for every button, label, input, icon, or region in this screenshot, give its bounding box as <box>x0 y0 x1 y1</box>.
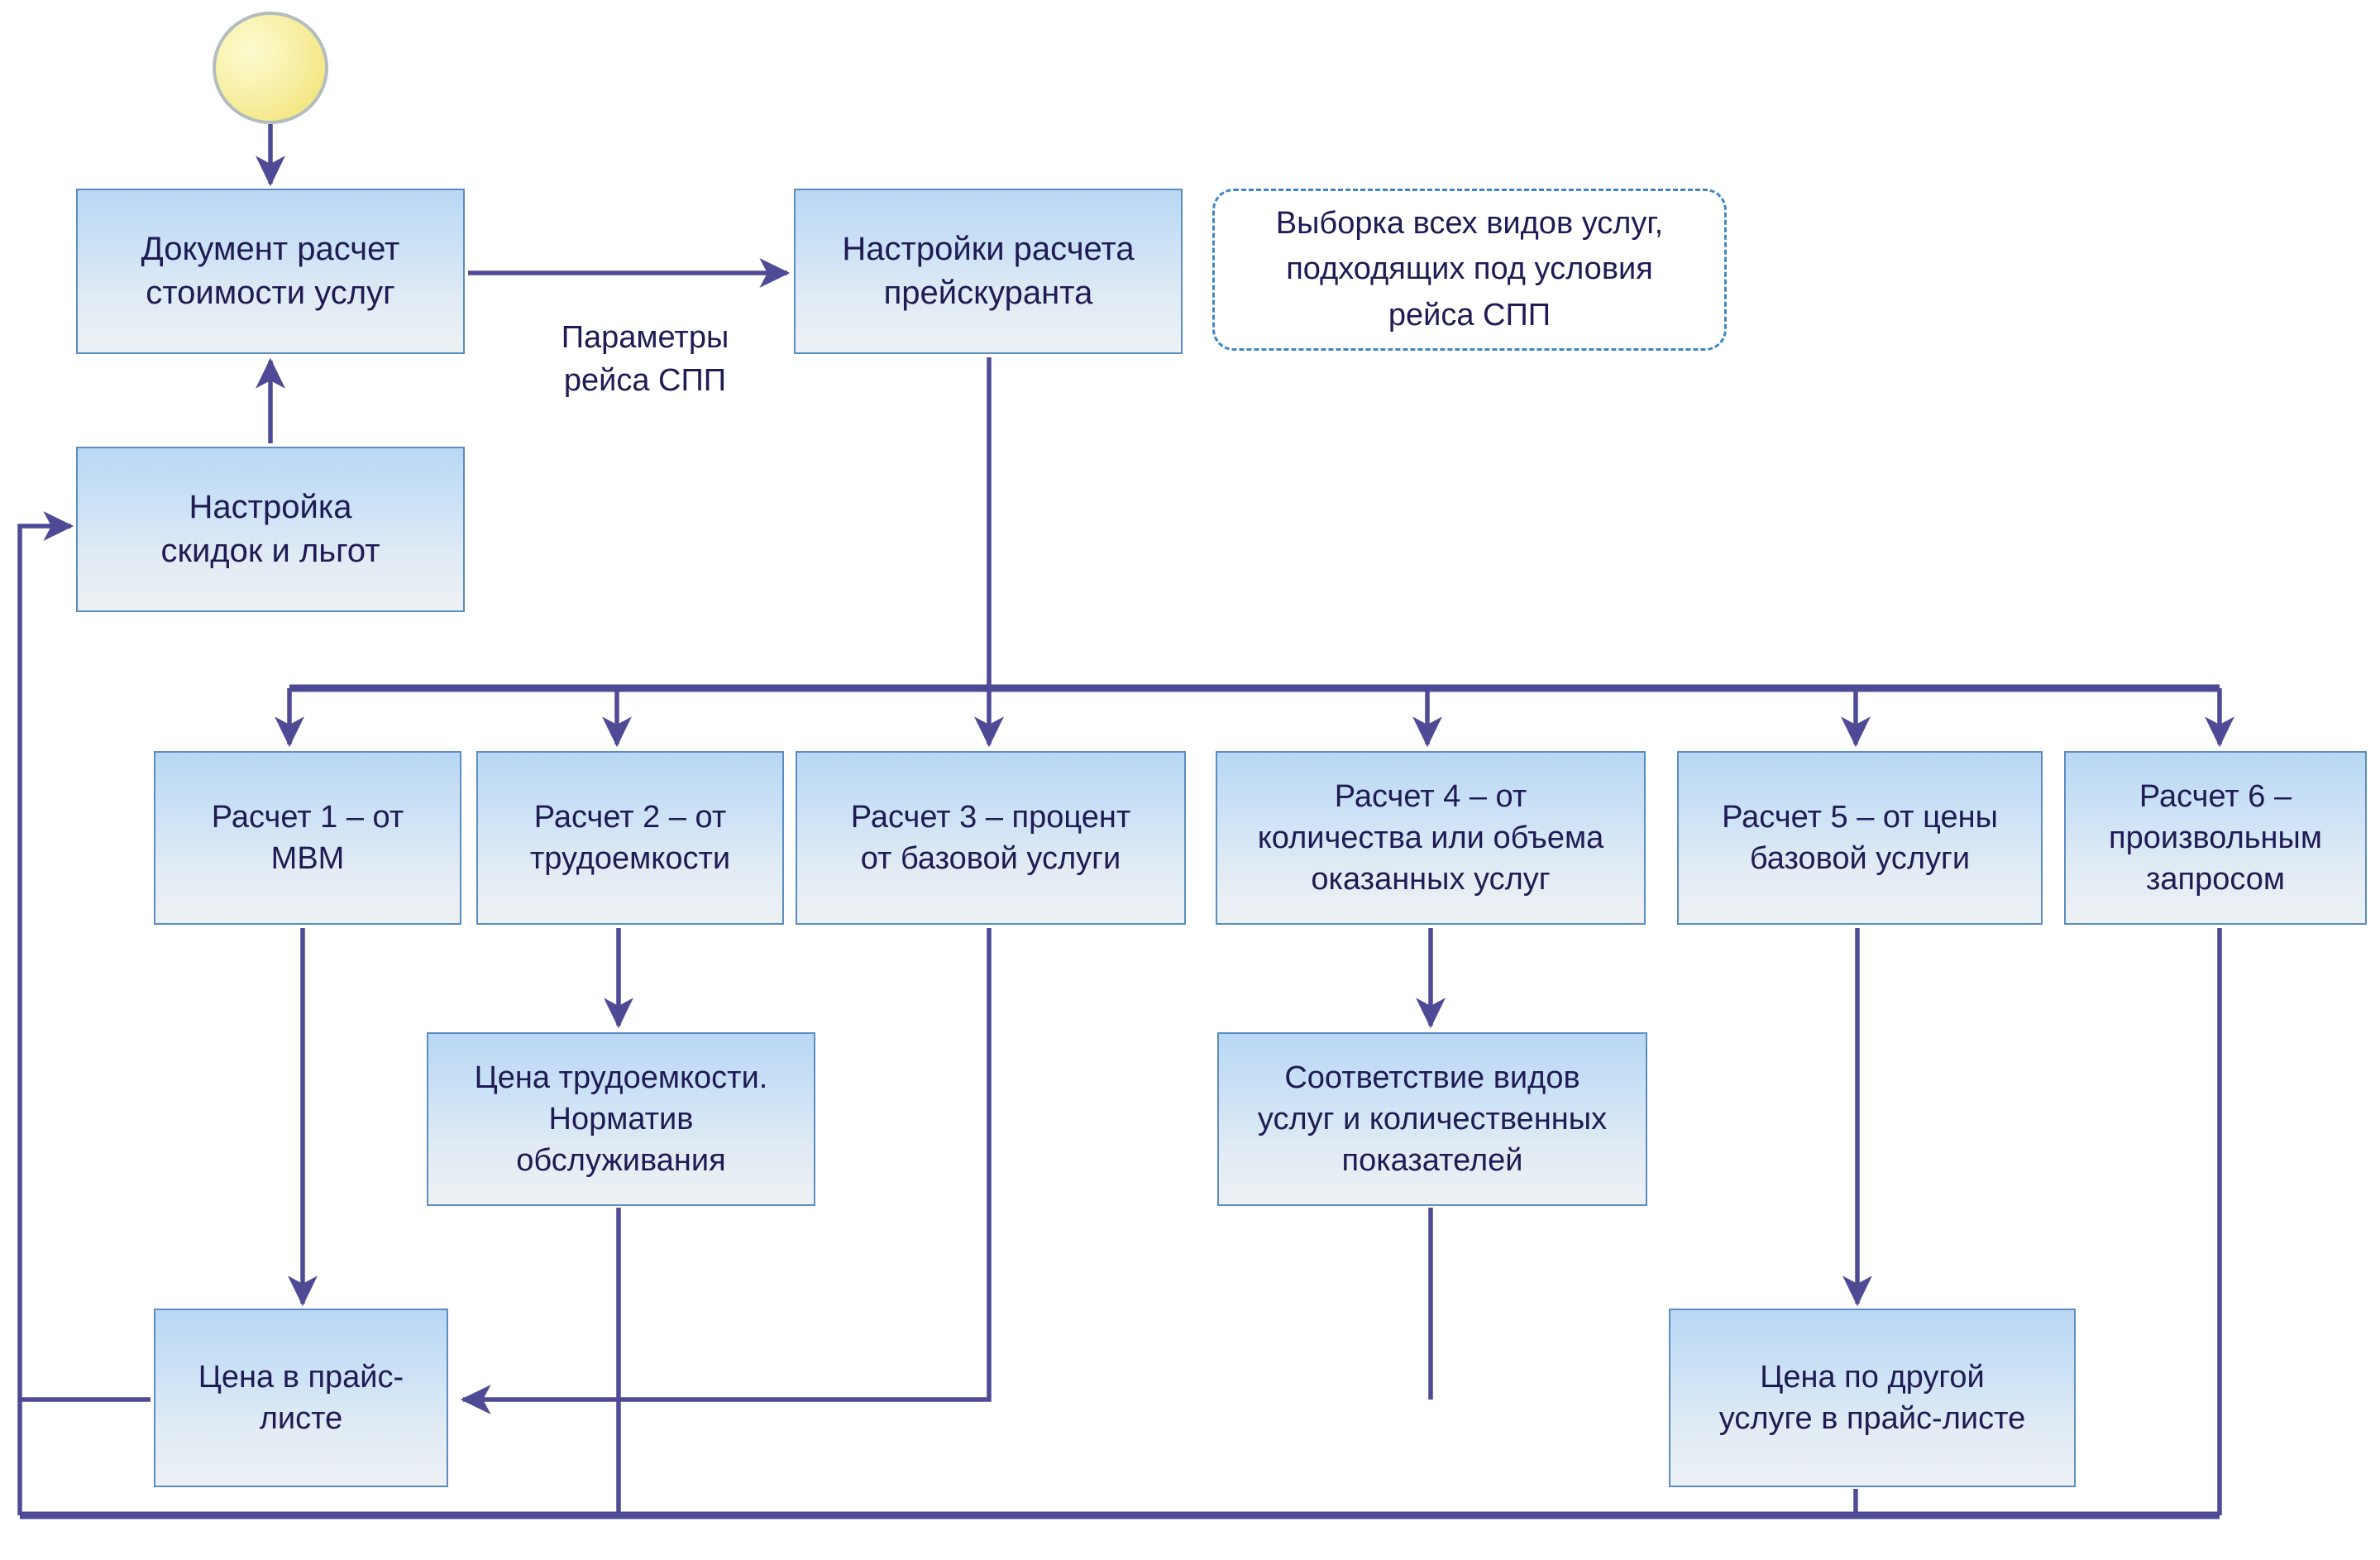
edge-calc3-to-price <box>460 928 992 1414</box>
node-settings-label: Настройки расчета прейскуранта <box>842 231 1135 311</box>
node-price-in-list[interactable]: Цена в прайс- листе <box>154 1309 448 1487</box>
node-calc4-label: Расчет 4 – от количества или объема оказ… <box>1257 778 1604 897</box>
node-calc6[interactable]: Расчет 6 – произвольным запросом <box>2064 751 2367 925</box>
node-labor-price-label: Цена трудоемкости. Норматив обслуживания <box>474 1060 768 1179</box>
edge-label-params-text: Параметры рейса СПП <box>561 320 729 398</box>
node-labor-price[interactable]: Цена трудоемкости. Норматив обслуживания <box>427 1032 815 1206</box>
node-calc1-label: Расчет 1 – от МВМ <box>211 799 404 876</box>
node-calc5-label: Расчет 5 – от цены базовой услуги <box>1722 799 1998 876</box>
node-price-in-list-label: Цена в прайс- листе <box>198 1359 404 1436</box>
note-service-selection-label: Выборка всех видов услуг, подходящих под… <box>1275 206 1664 333</box>
node-service-match-label: Соответствие видов услуг и количественны… <box>1257 1060 1608 1179</box>
node-calc5[interactable]: Расчет 5 – от цены базовой услуги <box>1677 751 2043 925</box>
node-doc[interactable]: Документ расчет стоимости услуг <box>76 189 465 354</box>
edge-label-params: Параметры рейса СПП <box>529 275 761 402</box>
node-calc1[interactable]: Расчет 1 – от МВМ <box>154 751 461 925</box>
node-discounts[interactable]: Настройка скидок и льгот <box>76 447 465 612</box>
edge-bottom-to-discounts <box>17 511 74 1515</box>
node-other-service-price-label: Цена по другой услуге в прайс-листе <box>1718 1359 2026 1436</box>
node-calc3[interactable]: Расчет 3 – процент от базовой услуги <box>796 751 1186 925</box>
node-other-service-price[interactable]: Цена по другой услуге в прайс-листе <box>1669 1309 2076 1487</box>
node-calc6-label: Расчет 6 – произвольным запросом <box>2109 778 2322 897</box>
node-service-match[interactable]: Соответствие видов услуг и количественны… <box>1217 1032 1647 1206</box>
node-calc4[interactable]: Расчет 4 – от количества или объема оказ… <box>1216 751 1646 925</box>
start-terminator[interactable] <box>213 12 328 124</box>
note-service-selection: Выборка всех видов услуг, подходящих под… <box>1212 189 1727 351</box>
node-calc3-label: Расчет 3 – процент от базовой услуги <box>850 799 1131 876</box>
node-doc-label: Документ расчет стоимости услуг <box>141 231 400 311</box>
node-settings[interactable]: Настройки расчета прейскуранта <box>794 189 1183 354</box>
node-discounts-label: Настройка скидок и льгот <box>160 489 380 569</box>
node-calc2-label: Расчет 2 – от трудоемкости <box>529 799 731 876</box>
node-calc2[interactable]: Расчет 2 – от трудоемкости <box>476 751 784 925</box>
